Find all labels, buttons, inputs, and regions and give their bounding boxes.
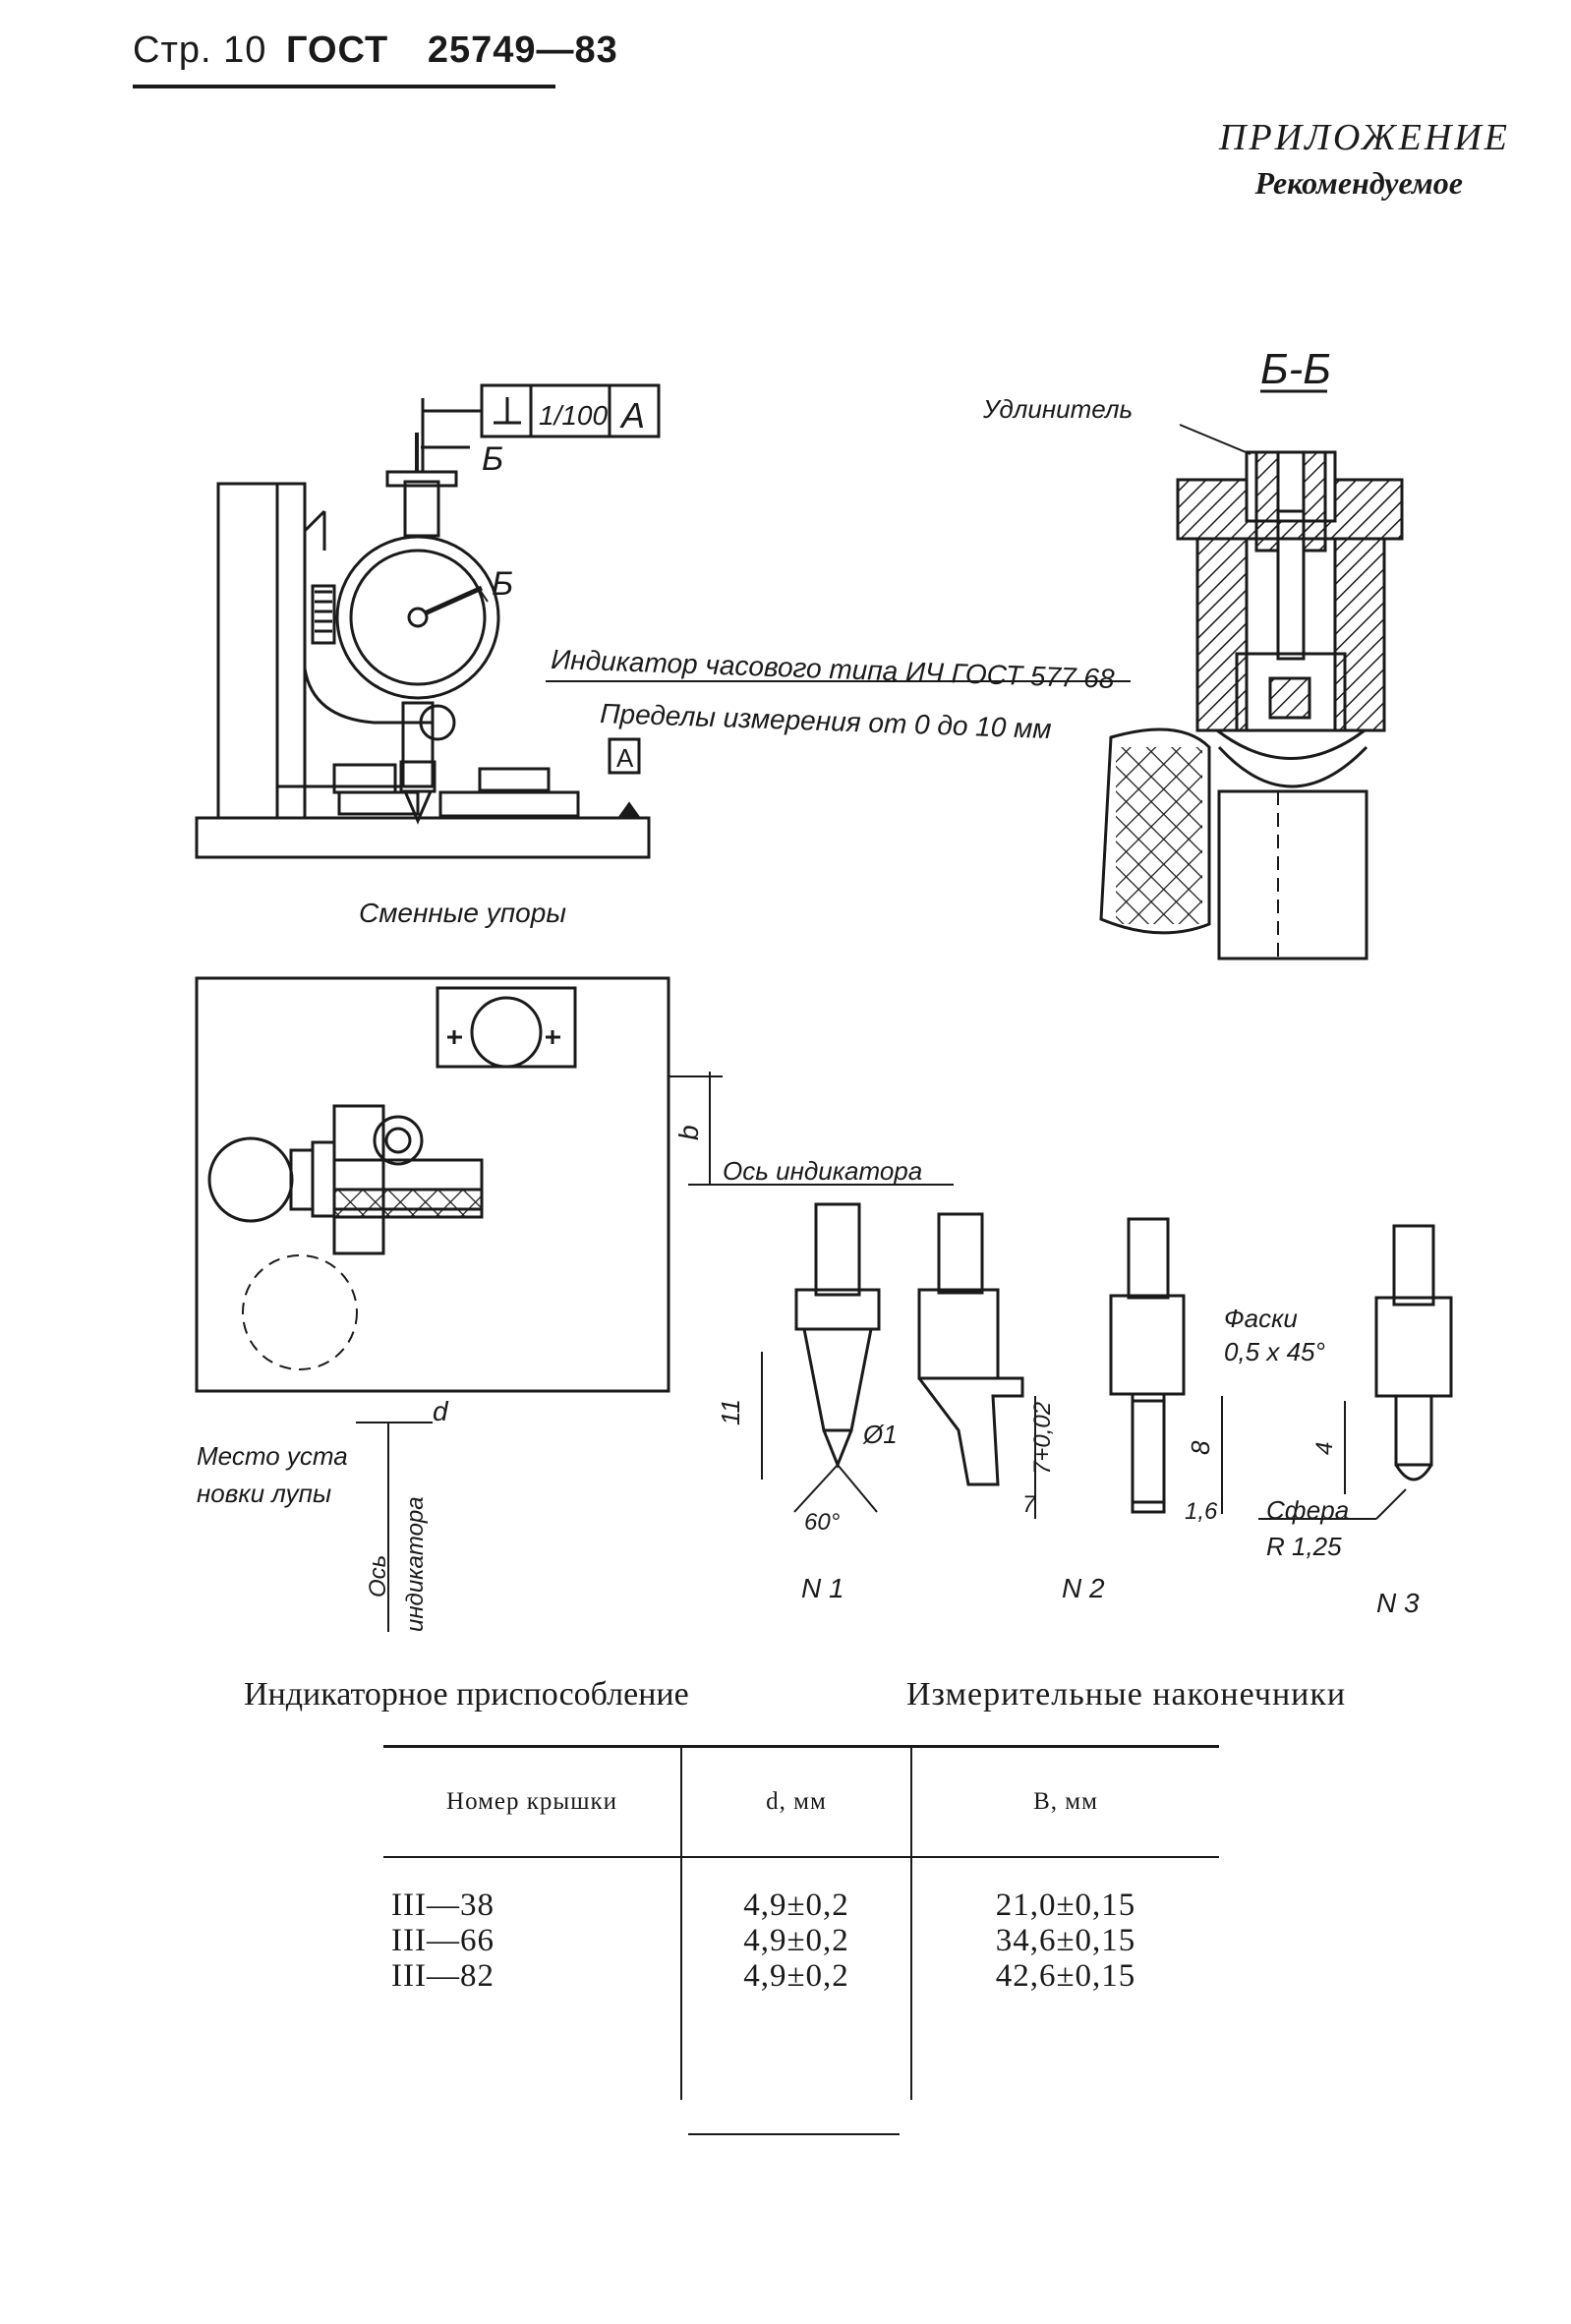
standard-label: ГОСТ xyxy=(285,29,389,71)
indicator-axis-label: Ось индикатора xyxy=(723,1156,922,1186)
caption-tips: Измерительные наконечники xyxy=(906,1676,1347,1713)
end-rule xyxy=(688,2133,900,2135)
tip1-dim-vertical: 11 xyxy=(716,1399,745,1425)
datum-box-frame xyxy=(608,737,641,775)
sphere-line2: R 1,25 xyxy=(1266,1532,1342,1561)
axis-vertical-line2: индикатора xyxy=(402,1496,429,1632)
indicator-fixture-front xyxy=(195,383,661,859)
tolerance-value: 1/100 xyxy=(539,400,608,431)
appendix-title: ПРИЛОЖЕНИЕ xyxy=(1219,117,1510,158)
cover-dimensions-table: Номер крышки d, мм B, мм III—38 III—66 I… xyxy=(383,1745,1219,2100)
section-mark-top: Б xyxy=(482,440,503,478)
cover-number: III—38 xyxy=(391,1888,495,1923)
indicator-spec-line1: Индикатор часового типа ИЧ ГОСТ 577 68 xyxy=(551,644,1116,694)
col-d: d, мм xyxy=(680,1745,911,1858)
tip1-label: N 1 xyxy=(801,1573,844,1603)
magnifier-place-line1: Место уста xyxy=(197,1441,348,1471)
col-b: B, мм xyxy=(910,1745,1219,1858)
section-view-title: Б-Б xyxy=(1260,345,1331,393)
tip2-dim-tolerance: 7+0,02 xyxy=(1029,1402,1056,1475)
axis-vertical-line1: Ось xyxy=(365,1555,391,1598)
datum-box-label: A xyxy=(616,743,634,773)
table-header-row: Номер крышки d, мм B, мм xyxy=(383,1745,1219,1858)
tip2-label: N 2 xyxy=(1062,1573,1105,1603)
tip1-diameter: Ø1 xyxy=(862,1420,898,1449)
indicator-spec-line2: Пределы измерения от 0 до 10 мм xyxy=(600,698,1052,744)
standard-number: 25749—83 xyxy=(427,29,618,71)
tip2-dim: 7 xyxy=(1022,1491,1037,1518)
b-values-cell: 21,0±0,15 34,6±0,15 42,6±0,15 xyxy=(910,1857,1219,2100)
drawing-labels: 1/100 A Б Б Б-Б Удлинитель Индикатор час… xyxy=(197,345,1420,1632)
tip3-dim-16: 1,6 xyxy=(1185,1498,1218,1525)
dim-b: b xyxy=(673,1125,704,1140)
d-value: 4,9±0,2 xyxy=(743,1958,849,1994)
appendix-subtitle: Рекомендуемое xyxy=(1254,165,1463,201)
section-mark-dial: Б xyxy=(492,565,513,603)
table-row: III—38 III—66 III—82 4,9±0,2 4,9±0,2 4,9… xyxy=(383,1857,1219,2100)
chamfer-line2: 0,5 x 45° xyxy=(1224,1337,1325,1366)
b-value: 34,6±0,15 xyxy=(995,1923,1136,1958)
sphere-line1: Сфера xyxy=(1266,1495,1349,1525)
section-bb-view xyxy=(1099,389,1404,960)
chamfer-line1: Фаски xyxy=(1224,1304,1298,1333)
cover-numbers-cell: III—38 III—66 III—82 xyxy=(383,1857,681,2100)
cover-number: III—66 xyxy=(391,1923,495,1958)
tip3-dim-8: 8 xyxy=(1186,1440,1215,1455)
cover-number: III—82 xyxy=(391,1958,495,1994)
d-value: 4,9±0,2 xyxy=(743,1888,849,1923)
caption-fixture: Индикаторное приспособление xyxy=(244,1676,689,1713)
col-cover-number: Номер крышки xyxy=(383,1745,681,1858)
indicator-fixture-plan xyxy=(195,976,954,1632)
extender-label: Удлинитель xyxy=(982,394,1133,424)
page-number: Стр. 10 xyxy=(133,29,267,71)
b-value: 21,0±0,15 xyxy=(995,1888,1136,1923)
tip1-angle: 60° xyxy=(804,1509,841,1536)
tip3-label: N 3 xyxy=(1376,1588,1420,1618)
technical-drawing: 1/100 A Б Б Б-Б Удлинитель Индикатор час… xyxy=(195,345,1453,1632)
supports-label: Сменные упоры xyxy=(359,898,566,928)
d-values-cell: 4,9±0,2 4,9±0,2 4,9±0,2 xyxy=(680,1857,911,2100)
dim-d: d xyxy=(433,1396,449,1426)
tolerance-datum: A xyxy=(619,395,645,436)
b-value: 42,6±0,15 xyxy=(995,1958,1136,1994)
magnifier-place-line2: новки лупы xyxy=(197,1479,331,1508)
tip4-dim: 4 xyxy=(1311,1442,1338,1455)
measuring-tips xyxy=(761,1202,1453,1520)
page-header: Стр. 10 ГОСТ 25749—83 xyxy=(133,29,618,72)
d-value: 4,9±0,2 xyxy=(743,1923,849,1958)
header-rule xyxy=(133,85,555,88)
